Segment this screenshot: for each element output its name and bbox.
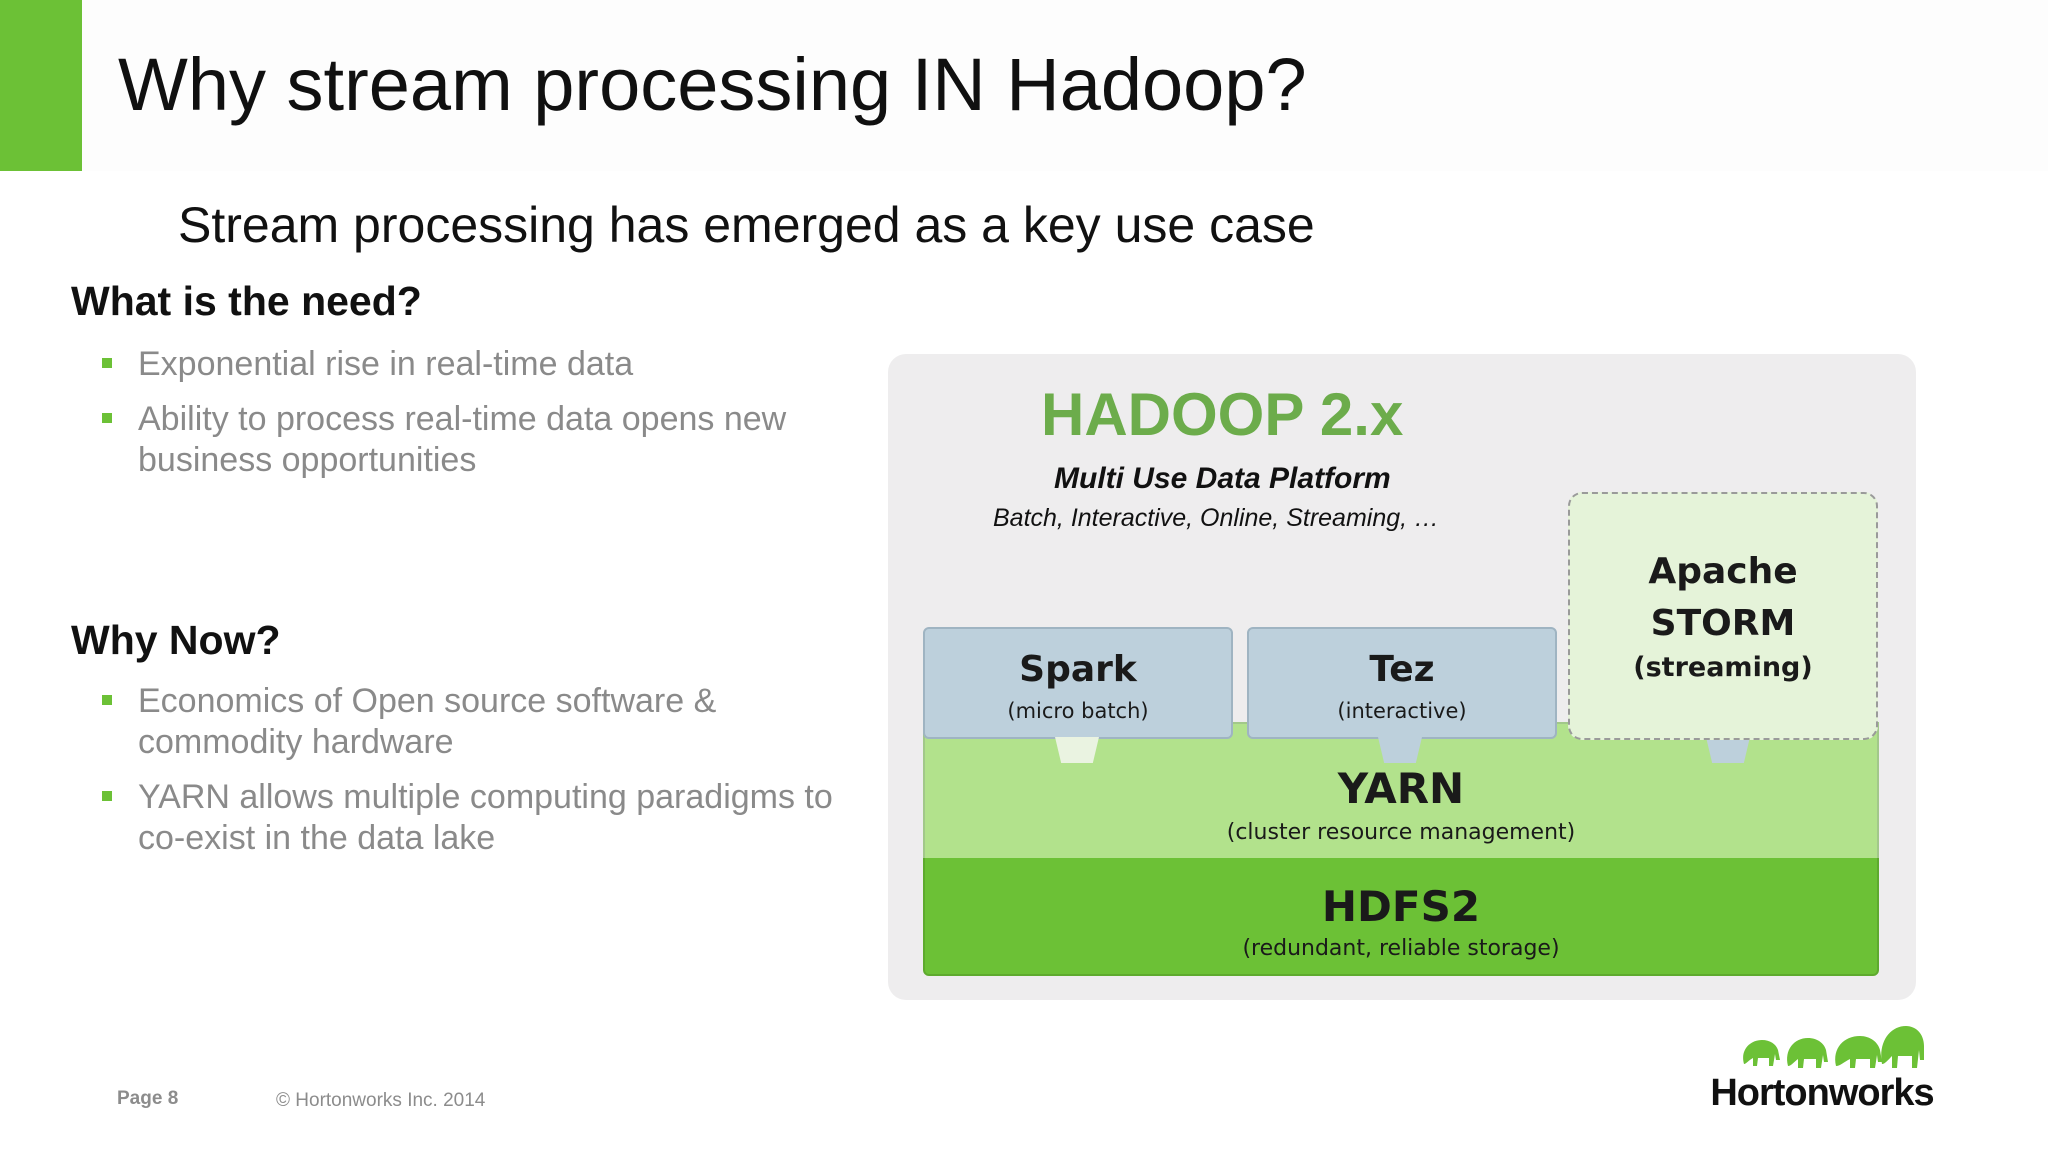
platform-title: Multi Use Data Platform — [1054, 462, 1391, 495]
need-heading: What is the need? — [71, 278, 422, 324]
storm-yarn-connector — [1706, 737, 1750, 763]
page-number: Page 8 — [117, 1088, 179, 1109]
hadoop-title: HADOOP 2.x — [1041, 381, 1404, 448]
yarn-title: YARN — [1337, 764, 1465, 813]
yarn-description: (cluster resource management) — [1226, 820, 1576, 845]
why-now-bullet: YARN allows multiple computing paradigms… — [72, 777, 872, 859]
tez-engine-box: Tez (interactive) — [1247, 627, 1557, 739]
need-bullet-list: Exponential rise in real-time data Abili… — [72, 344, 832, 495]
platform-subtitle: Batch, Interactive, Online, Streaming, … — [993, 504, 1440, 532]
bullet-text: Ability to process real-time data opens … — [138, 400, 787, 479]
logo-wordmark: Hortonworks — [1710, 1072, 1934, 1114]
bullet-square-icon — [102, 358, 112, 368]
bullet-square-icon — [102, 413, 112, 423]
hortonworks-logo: Hortonworks — [1706, 1020, 1938, 1135]
slide-subtitle: Stream processing has emerged as a key u… — [178, 197, 1315, 253]
storm-title-line1: Apache — [1648, 551, 1798, 592]
bullet-text: Economics of Open source software & comm… — [138, 682, 717, 761]
storm-engine-box: Apache STORM (streaming) — [1568, 492, 1878, 740]
copyright-notice: © Hortonworks Inc. 2014 — [276, 1090, 486, 1111]
bullet-square-icon — [102, 791, 112, 801]
header-band — [82, 0, 2048, 171]
bullet-text: YARN allows multiple computing paradigms… — [138, 778, 833, 857]
slide-title: Why stream processing IN Hadoop? — [118, 43, 1307, 126]
storm-title: Apache STORM — [1570, 546, 1876, 650]
spark-description: (micro batch) — [1007, 699, 1149, 723]
tez-title: Tez — [1369, 649, 1435, 690]
elephant-herd-icon — [1743, 1026, 1924, 1068]
need-bullet: Ability to process real-time data opens … — [72, 399, 832, 481]
why-now-bullet: Economics of Open source software & comm… — [72, 681, 872, 763]
why-now-bullet-list: Economics of Open source software & comm… — [72, 681, 872, 873]
bullet-square-icon — [102, 695, 112, 705]
bullet-text: Exponential rise in real-time data — [138, 345, 634, 383]
why-now-heading: Why Now? — [71, 617, 281, 663]
hdfs-title: HDFS2 — [1321, 882, 1481, 931]
spark-title: Spark — [1019, 649, 1137, 690]
need-bullet: Exponential rise in real-time data — [72, 344, 832, 385]
title-accent-bar — [0, 0, 82, 171]
storm-title-line2: STORM — [1650, 603, 1796, 644]
tez-description: (interactive) — [1337, 699, 1467, 723]
storm-description: (streaming) — [1633, 652, 1813, 683]
hdfs-description: (redundant, reliable storage) — [1242, 936, 1560, 961]
spark-yarn-connector — [1055, 737, 1099, 763]
tez-yarn-connector — [1378, 737, 1422, 763]
spark-engine-box: Spark (micro batch) — [923, 627, 1233, 739]
hdfs-layer: HDFS2 (redundant, reliable storage) — [923, 856, 1879, 976]
